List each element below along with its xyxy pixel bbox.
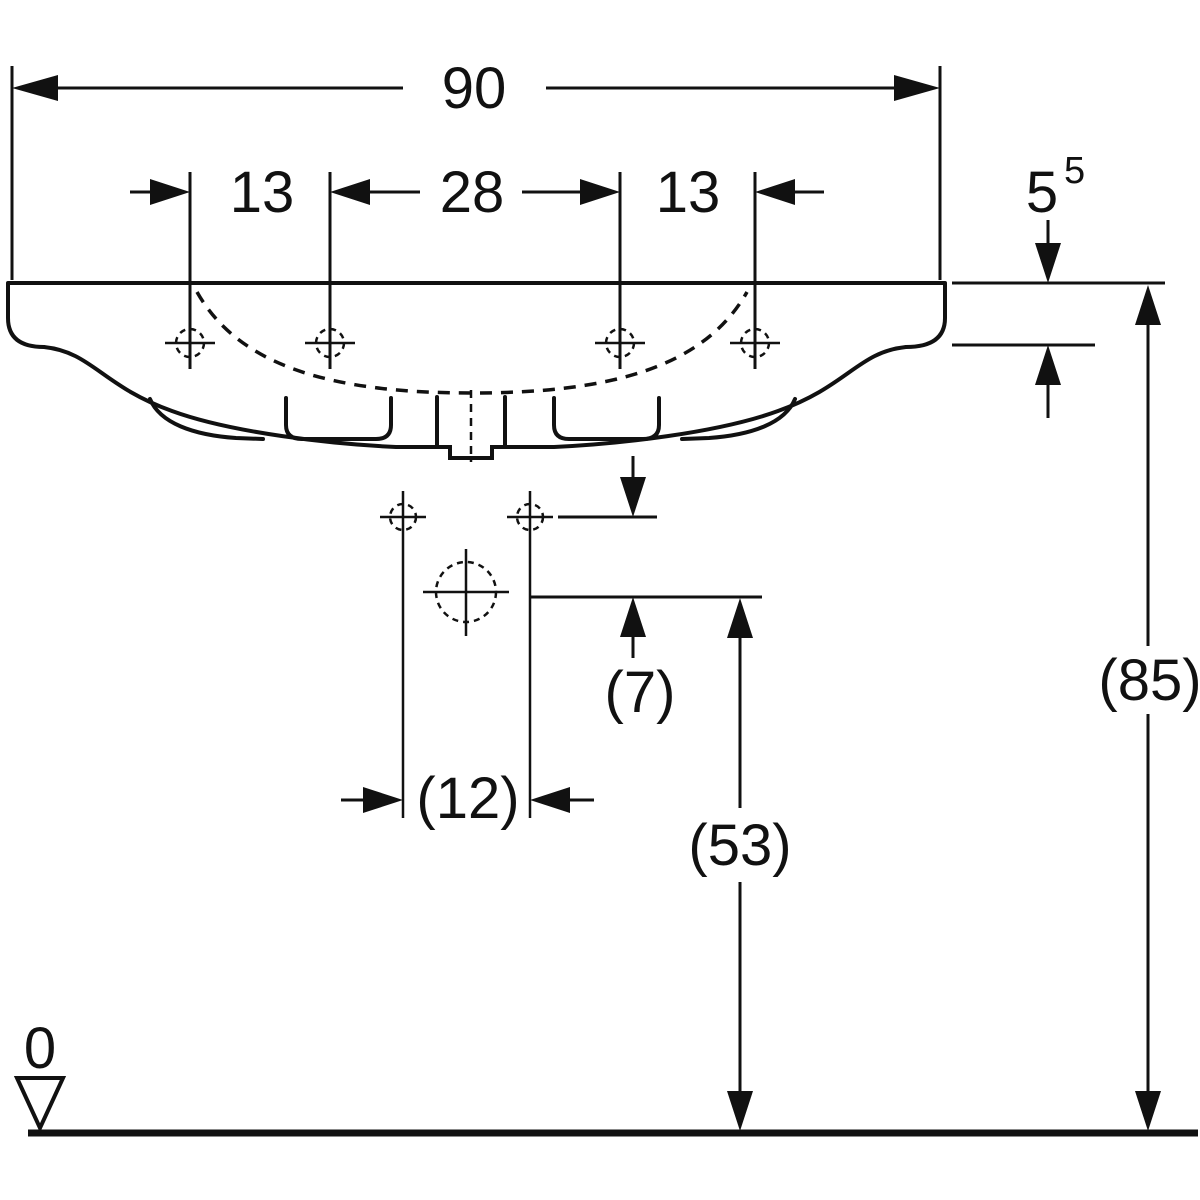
dim-7-arrow-down — [620, 477, 646, 517]
dim-90-arrow-left — [12, 75, 58, 101]
dim-12-arrow-left — [530, 787, 570, 813]
tap-hole-circle-2 — [314, 327, 346, 359]
basin-deck-outline — [6, 281, 947, 349]
dimension-rim-thickness: 5 5 — [952, 150, 1165, 418]
dimension-trap-height: (53) — [688, 598, 792, 1131]
tap-hole-circle-3 — [604, 327, 636, 359]
dim-7-arrow-up — [620, 597, 646, 637]
tap-hole-crosshairs — [165, 172, 780, 369]
dimension-overall-width: 90 — [10, 56, 942, 280]
dim-53-arrow-up — [727, 598, 753, 638]
dimension-drain-drop: (7) — [605, 456, 676, 725]
fixing-hole-circle-left — [388, 502, 418, 532]
dim-label-overall-height: (85) — [1098, 648, 1200, 713]
fixing-hole-crosshairs — [380, 491, 762, 818]
dim-55-arrow-up — [1035, 345, 1061, 385]
bowl-underside-left — [42, 345, 439, 449]
dim-label-right-hole-spacing: 13 — [656, 160, 721, 225]
bracket-left-outer — [148, 397, 265, 441]
dim-28-arrow-left — [330, 179, 370, 205]
datum-triangle-icon — [13, 1076, 67, 1133]
bracket-right-outer — [680, 397, 797, 441]
washbasin-front-view — [6, 281, 947, 462]
dim-12-arrow-right — [363, 787, 403, 813]
dim-13r-arrow — [755, 179, 795, 205]
dim-label-drain-drop: (7) — [605, 660, 676, 725]
dim-label-floor-datum: 0 — [24, 1016, 56, 1081]
drain-detail — [435, 395, 507, 460]
dim-label-trap-height: (53) — [688, 813, 791, 878]
bracket-right-inner — [552, 396, 661, 441]
dim-label-overall-width: 90 — [442, 56, 507, 121]
dim-label-left-hole-spacing: 13 — [230, 160, 295, 225]
dimension-overall-height: (85) — [1098, 285, 1200, 1131]
dim-label-center-hole-spacing: 28 — [440, 160, 505, 225]
dim-55-arrow-down — [1035, 243, 1061, 283]
dim-90-arrow-right — [894, 75, 940, 101]
dimension-hole-spacing: 13 28 13 — [130, 160, 824, 225]
dim-85-arrow-down — [1135, 1091, 1161, 1131]
drain-hole-circle — [434, 560, 498, 624]
tap-hole-circle-4 — [739, 327, 771, 359]
bowl-underside-right — [503, 345, 908, 449]
dim-label-rim-thickness-superscript: 5 — [1064, 150, 1085, 192]
dim-28-arrow-right — [580, 179, 620, 205]
dimension-drain-offset: (12) — [341, 766, 594, 831]
dim-85-arrow-up — [1135, 285, 1161, 325]
hidden-bowl-rim-dashed — [195, 291, 749, 395]
fixing-hole-circle-right — [515, 502, 545, 532]
floor-and-datum: 0 — [13, 1016, 1198, 1137]
dim-13l-arrow — [150, 179, 190, 205]
dim-53-arrow-down — [727, 1091, 753, 1131]
tap-hole-circle-1 — [174, 327, 206, 359]
dim-label-drain-offset: (12) — [416, 766, 519, 831]
bracket-left-inner — [284, 396, 393, 441]
dim-label-rim-thickness: 5 — [1026, 160, 1058, 225]
